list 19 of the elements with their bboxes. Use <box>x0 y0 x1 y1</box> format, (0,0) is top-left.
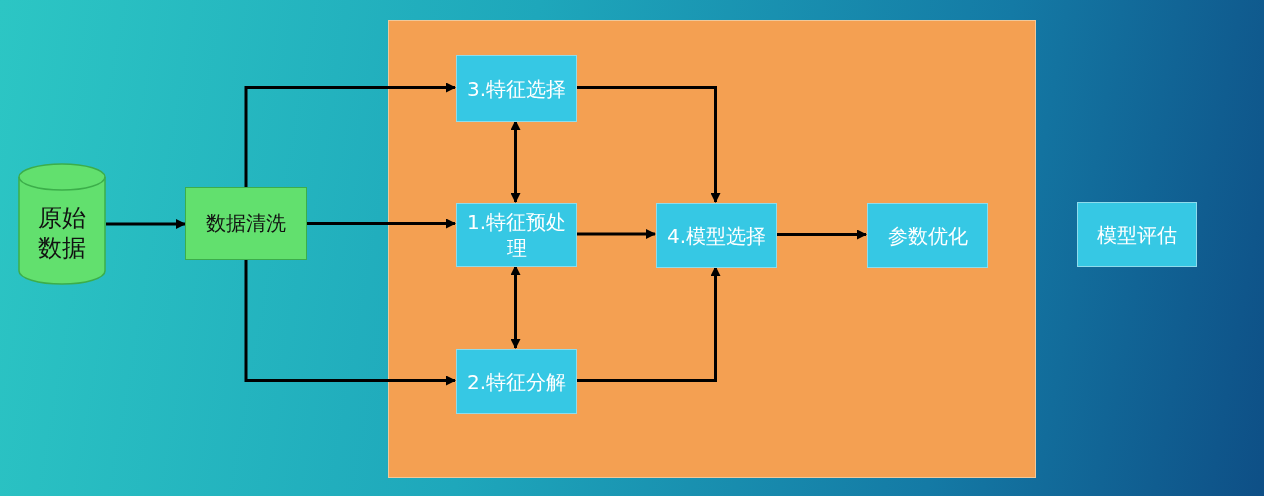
arrow <box>510 120 521 203</box>
arrow <box>244 82 456 187</box>
process-box: 参数优化 <box>867 203 988 268</box>
process-box: 4.模型选择 <box>656 203 777 268</box>
arrow <box>244 260 456 386</box>
process-box: 数据清洗 <box>185 187 307 260</box>
arrow <box>576 266 721 382</box>
database-cylinder: 原始数据 <box>18 163 106 285</box>
arrow <box>576 229 656 239</box>
panel <box>388 20 1036 478</box>
process-box: 1.特征预处理 <box>456 203 577 267</box>
process-box: 2.特征分解 <box>456 349 577 414</box>
arrow <box>510 265 521 349</box>
process-box: 3.特征选择 <box>456 55 577 122</box>
process-box: 模型评估 <box>1077 202 1197 267</box>
arrow <box>776 229 867 240</box>
arrow <box>106 219 186 229</box>
arrow <box>307 218 456 229</box>
arrow <box>576 86 721 203</box>
